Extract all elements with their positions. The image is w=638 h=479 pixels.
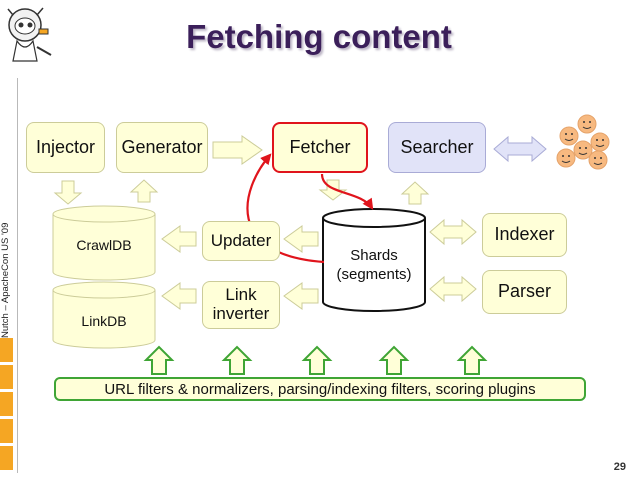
link-inverter-box: Link inverter <box>202 281 280 329</box>
injector-box: Injector <box>26 122 105 173</box>
arrow-shards-indexer <box>429 218 477 246</box>
link-inverter-label: Link inverter <box>212 285 270 323</box>
arrow-shards-to-updater <box>283 225 319 253</box>
sidebar-accent-block <box>0 365 13 389</box>
sidebar-accent-block <box>0 419 13 443</box>
slide-title: Fetching content <box>186 18 452 55</box>
crawldb-label: CrawlDB <box>76 237 132 253</box>
users-smiley-icon <box>556 114 610 170</box>
parser-box: Parser <box>482 270 567 314</box>
updater-box: Updater <box>202 221 280 261</box>
plugins-bar: URL filters & normalizers, parsing/index… <box>54 377 586 401</box>
linkdb-cylinder <box>52 281 156 349</box>
arrow-searcher-users <box>493 135 547 163</box>
searcher-box: Searcher <box>388 122 486 173</box>
plugin-arrows <box>143 345 488 375</box>
sidebar-accent-block <box>0 392 13 416</box>
arrow-shards-parser <box>429 275 477 303</box>
sidebar-accent-block <box>0 446 13 470</box>
arrow-linkinverter-to-linkdb <box>161 282 197 310</box>
fetcher-box: Fetcher <box>272 122 368 173</box>
arrow-generator-to-fetcher <box>212 135 263 165</box>
arrow-updater-to-crawldb <box>161 225 197 253</box>
page-number: 29 <box>613 461 626 473</box>
generator-box: Generator <box>116 122 208 173</box>
linkdb-label: LinkDB <box>81 313 127 329</box>
arrow-shards-to-linkinverter <box>283 282 319 310</box>
sidebar-accent-block <box>0 338 13 362</box>
arrow-injector-to-crawldb <box>53 180 83 205</box>
nutch-mascot-logo <box>7 7 52 62</box>
indexer-box: Indexer <box>482 213 567 257</box>
arrow-fetcher-to-shards <box>318 179 348 201</box>
red-arrow-shards-to-fetcher <box>246 153 325 264</box>
arrow-shards-to-searcher <box>400 181 430 205</box>
sidebar-divider <box>17 78 18 473</box>
shards-cylinder <box>322 208 426 312</box>
shards-label: Shards (segments) <box>336 247 412 283</box>
red-arrow-fetcher-to-shards <box>320 173 374 210</box>
arrow-crawldb-to-generator <box>129 179 159 203</box>
crawldb-cylinder <box>52 205 156 281</box>
